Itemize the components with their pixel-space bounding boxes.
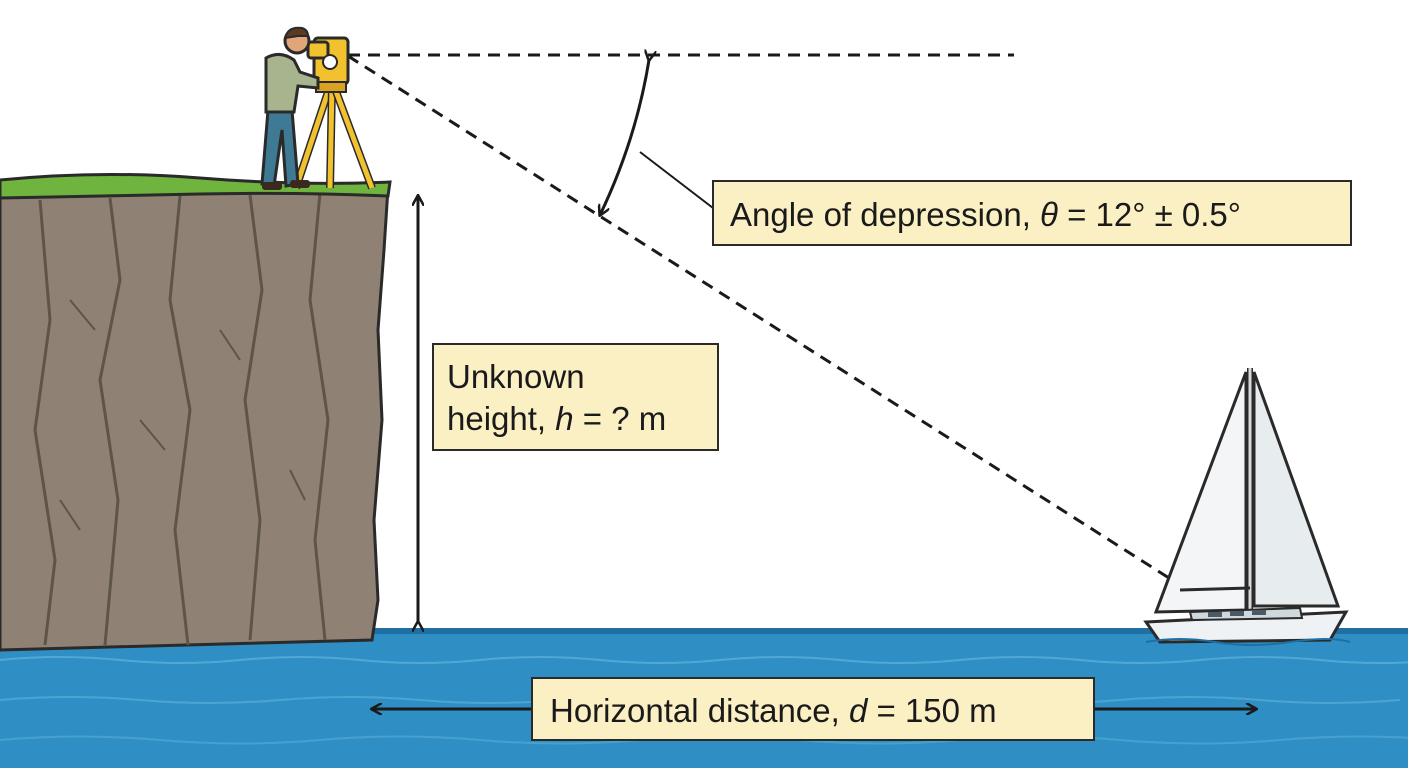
distance-symbol: d <box>848 692 868 729</box>
sailboat-icon <box>1143 368 1351 646</box>
angle-symbol: θ <box>1040 196 1058 233</box>
height-label-suffix: = ? m <box>573 400 667 437</box>
height-label-line1: Unknown <box>447 358 585 395</box>
cliff <box>0 172 392 652</box>
sea <box>0 628 1408 768</box>
height-label-line2: height, h = ? m <box>447 398 717 440</box>
line-of-sight <box>347 54 1181 587</box>
height-label-prefix: height, <box>447 400 556 437</box>
angle-leader-line <box>639 151 714 209</box>
angle-of-depression-label: Angle of depression, θ = 12° ± 0.5° <box>712 180 1352 246</box>
theodolite-icon <box>292 36 376 190</box>
angle-label-prefix: Angle of depression, <box>730 196 1041 233</box>
distance-label-suffix: = 150 m <box>867 692 997 729</box>
angle-arc <box>600 60 649 215</box>
distance-label-prefix: Horizontal distance, <box>550 692 849 729</box>
surveyor-figure <box>260 26 320 190</box>
horizontal-distance-label: Horizontal distance, d = 150 m <box>531 677 1095 741</box>
angle-label-suffix: = 12° ± 0.5° <box>1057 196 1241 233</box>
height-symbol: h <box>555 400 574 437</box>
